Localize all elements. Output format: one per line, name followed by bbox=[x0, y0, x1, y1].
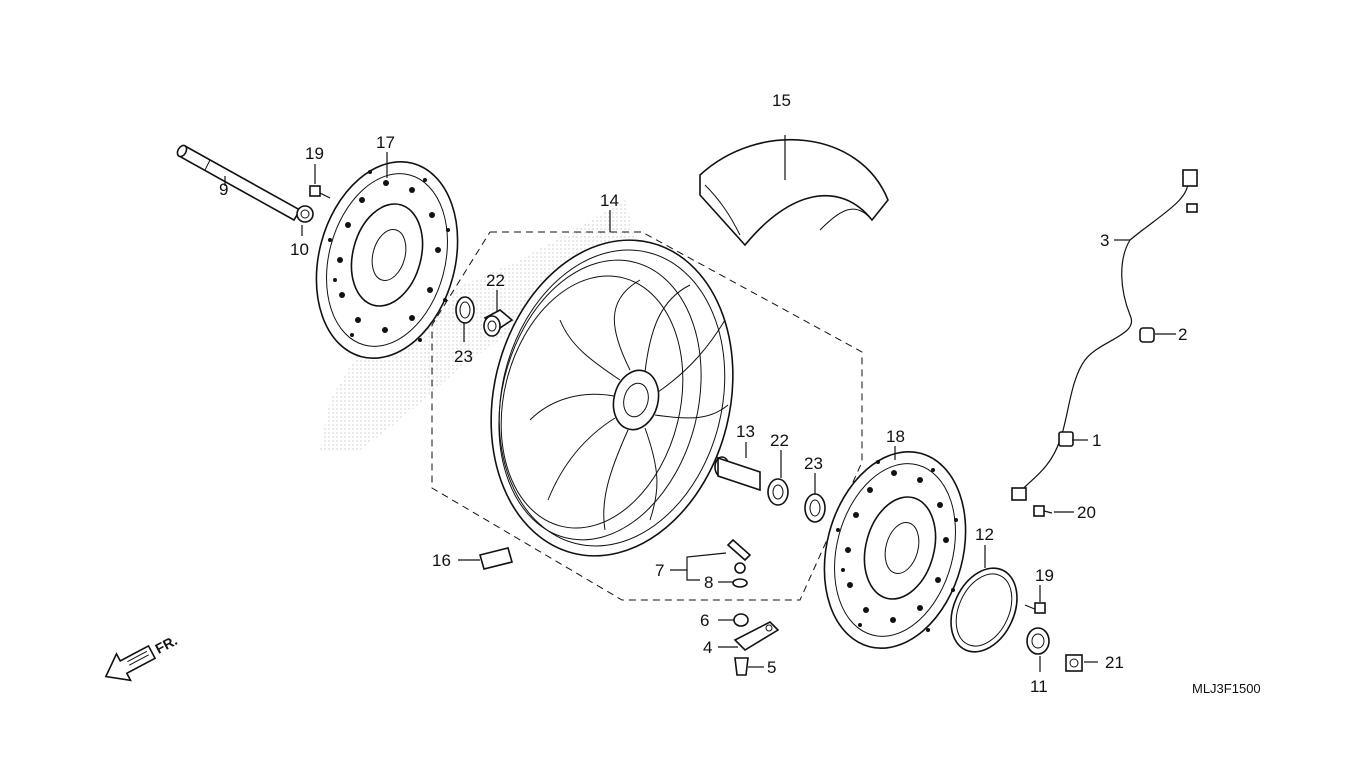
tire bbox=[699, 138, 889, 247]
watermark-logo bbox=[320, 200, 640, 450]
label-part-12: 12 bbox=[975, 525, 994, 544]
label-part-22-left: 22 bbox=[486, 271, 505, 290]
label-part-17: 17 bbox=[376, 133, 395, 152]
dust-seal-right bbox=[804, 493, 826, 523]
label-part-16: 16 bbox=[432, 551, 451, 570]
bearing-left bbox=[483, 309, 514, 337]
front-direction-label: FR. bbox=[152, 632, 179, 657]
label-part-6: 6 bbox=[700, 611, 709, 630]
label-part-3: 3 bbox=[1100, 231, 1109, 250]
label-part-4: 4 bbox=[703, 638, 712, 657]
brake-disc-left bbox=[315, 161, 459, 359]
leader-lines bbox=[224, 135, 1176, 672]
cable-clamp bbox=[1139, 327, 1155, 343]
bearing-right bbox=[767, 478, 789, 506]
front-wheel bbox=[490, 239, 734, 557]
axle-bolt bbox=[1065, 654, 1083, 672]
side-collar-right bbox=[1026, 627, 1050, 655]
label-part-19-right: 19 bbox=[1035, 566, 1054, 585]
cable-grommet bbox=[1058, 431, 1074, 447]
air-valve bbox=[726, 538, 752, 574]
label-part-22-right: 22 bbox=[770, 431, 789, 450]
label-part-23-left: 23 bbox=[454, 347, 473, 366]
valve-cap-bracket bbox=[733, 621, 780, 652]
sensor-bolt bbox=[1033, 505, 1053, 517]
label-part-11: 11 bbox=[1030, 677, 1048, 696]
disc-bolt-left bbox=[309, 185, 331, 199]
label-part-20: 20 bbox=[1077, 503, 1096, 522]
valve-cap bbox=[734, 657, 749, 676]
label-part-9: 9 bbox=[219, 180, 228, 199]
label-part-19-left: 19 bbox=[305, 144, 324, 163]
front-axle bbox=[176, 144, 302, 222]
disc-bolt-right bbox=[1024, 602, 1046, 614]
speed-sensor-cable bbox=[1011, 169, 1198, 501]
brake-disc-right bbox=[823, 451, 967, 649]
diagram-code: MLJ3F1500 bbox=[1192, 681, 1261, 696]
label-part-8: 8 bbox=[704, 573, 713, 592]
front-direction-arrow: FR. bbox=[104, 632, 180, 682]
label-part-1: 1 bbox=[1092, 431, 1101, 450]
dust-seal-left bbox=[455, 296, 475, 324]
assembly-boundary bbox=[431, 231, 863, 601]
balance-weight-nut bbox=[733, 613, 749, 627]
pulser-ring bbox=[950, 567, 1018, 653]
label-part-23-right: 23 bbox=[804, 454, 823, 473]
side-collar-left bbox=[296, 205, 314, 223]
balance-weight bbox=[479, 547, 513, 570]
label-part-14: 14 bbox=[600, 191, 619, 210]
label-part-15: 15 bbox=[772, 91, 791, 110]
valve-nut bbox=[732, 578, 748, 588]
label-part-21: 21 bbox=[1105, 653, 1124, 672]
label-part-13: 13 bbox=[736, 422, 755, 441]
label-part-18: 18 bbox=[886, 427, 905, 446]
label-part-2: 2 bbox=[1178, 325, 1187, 344]
label-part-10: 10 bbox=[290, 240, 309, 259]
label-part-7: 7 bbox=[655, 561, 664, 580]
distance-collar bbox=[714, 456, 761, 492]
label-part-5: 5 bbox=[767, 658, 776, 677]
